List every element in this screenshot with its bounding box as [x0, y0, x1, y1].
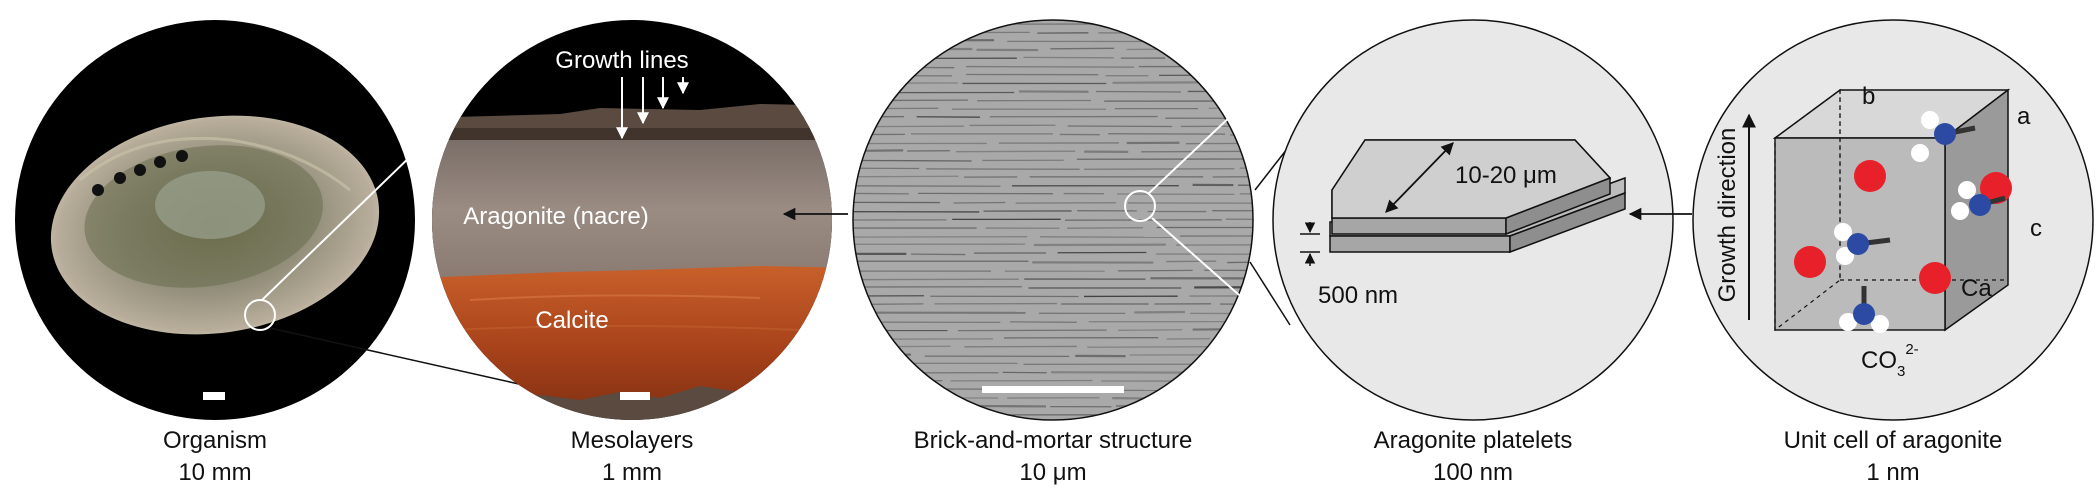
axis-a-label: a: [2017, 103, 2031, 130]
caption-platelets: Aragonite platelets 100 nm: [1303, 425, 1643, 489]
mortar-line: [853, 345, 951, 348]
platelet-width-label: 10-20 μm: [1455, 162, 1557, 189]
mortar-line: [853, 159, 972, 162]
zoom-line: [1249, 261, 1291, 326]
mortar-line: [1141, 150, 1253, 153]
caption-unit-cell: Unit cell of aragonite 1 nm: [1723, 425, 2063, 489]
mortar-line: [953, 201, 1006, 204]
zoom-line: [261, 92, 477, 301]
panel-label: Mesolayers: [570, 427, 694, 454]
mortar-line: [1096, 90, 1181, 93]
mortar-line: [853, 303, 924, 306]
panel-label: Brick-and-mortar structure: [913, 427, 1193, 454]
panel-scale: 10 mm: [178, 459, 252, 486]
calcium-atom: [1919, 262, 1951, 294]
scale-bar-mesolayers: [620, 392, 650, 400]
panel-label: Aragonite platelets: [1373, 427, 1573, 454]
carbonate-group: [1951, 181, 2006, 220]
thickness-dimension-arrows: [1300, 222, 1320, 266]
zoom-line: [1151, 217, 1291, 341]
mortar-line: [1208, 107, 1253, 110]
zoom-region-brick: [1124, 190, 1156, 222]
panel-label: Organism: [162, 427, 268, 454]
platelet-thickness-label: 500 nm: [1318, 282, 1398, 309]
organism-panel: [15, 20, 415, 420]
mortar-line: [1194, 285, 1253, 289]
platelets-panel: 10-20 μm 500 nm: [1272, 19, 1674, 421]
width-dimension-arrow: [1385, 142, 1454, 213]
calcium-atom: [1854, 160, 1886, 192]
panel-scale: 1 mm: [602, 459, 662, 486]
mortar-line: [1051, 371, 1229, 374]
mortar-line: [1225, 218, 1253, 221]
mortar-line: [1212, 175, 1253, 178]
panel-label: Unit cell of aragonite: [1783, 427, 2003, 454]
panel-scale: 100 nm: [1432, 459, 1514, 486]
calcite-label: Calcite: [535, 307, 608, 334]
calcium-label: Ca: [1961, 275, 1992, 302]
carbonate-base: CO: [1861, 347, 1897, 374]
axis-c-label: c: [2030, 215, 2042, 242]
growth-direction-label: Growth direction: [1714, 128, 1741, 303]
mortar-line: [966, 65, 1135, 68]
zoom-region-organism: [244, 299, 276, 331]
mortar-line: [1112, 397, 1169, 400]
mesolayers-panel: Growth lines Aragonite (nacre) Calcite: [432, 20, 832, 420]
aragonite-nacre-label: Aragonite (nacre): [463, 203, 648, 230]
mortar-line: [974, 404, 1046, 408]
carbonate-superscript: 2-: [1905, 341, 1918, 358]
growth-line-arrows: [616, 77, 689, 140]
panel-scale: 1 nm: [1866, 459, 1920, 486]
caption-brick-and-mortar: Brick-and-mortar structure 10 μm: [883, 425, 1223, 489]
carbonate-subscript: 3: [1897, 363, 1905, 380]
mortar-line: [1118, 329, 1183, 331]
carbonate-group: [1839, 286, 1889, 333]
mortar-line: [1176, 243, 1253, 246]
carbonate-group: [1911, 111, 1976, 162]
calcium-atom: [1794, 246, 1826, 278]
carbonate-groups: [1834, 111, 2006, 333]
growth-lines-label: Growth lines: [555, 47, 688, 74]
mortar-line: [1050, 47, 1115, 50]
panel-scale: 10 μm: [1019, 459, 1087, 486]
scale-bar-brick: [982, 386, 1124, 393]
caption-organism: Organism 10 mm: [45, 425, 385, 489]
mortar-line: [853, 149, 904, 153]
caption-mesolayers: Mesolayers 1 mm: [462, 425, 802, 489]
mortar-line: [1201, 362, 1253, 365]
mortar-line: [1246, 24, 1253, 26]
mortar-line: [1010, 321, 1077, 323]
zoom-line: [1147, 65, 1285, 195]
calcite-layer: [432, 266, 832, 402]
scale-bar-organism: [203, 392, 225, 400]
axis-b-label: b: [1862, 83, 1875, 110]
carbonate-group: [1834, 223, 1891, 265]
aragonite-layer: [432, 140, 832, 280]
carbonate-label: CO32-: [1861, 341, 1919, 380]
calcium-atoms: [1794, 160, 2012, 294]
unit-cell-panel: b a c Ca CO32- Growth direction: [1692, 19, 2094, 421]
